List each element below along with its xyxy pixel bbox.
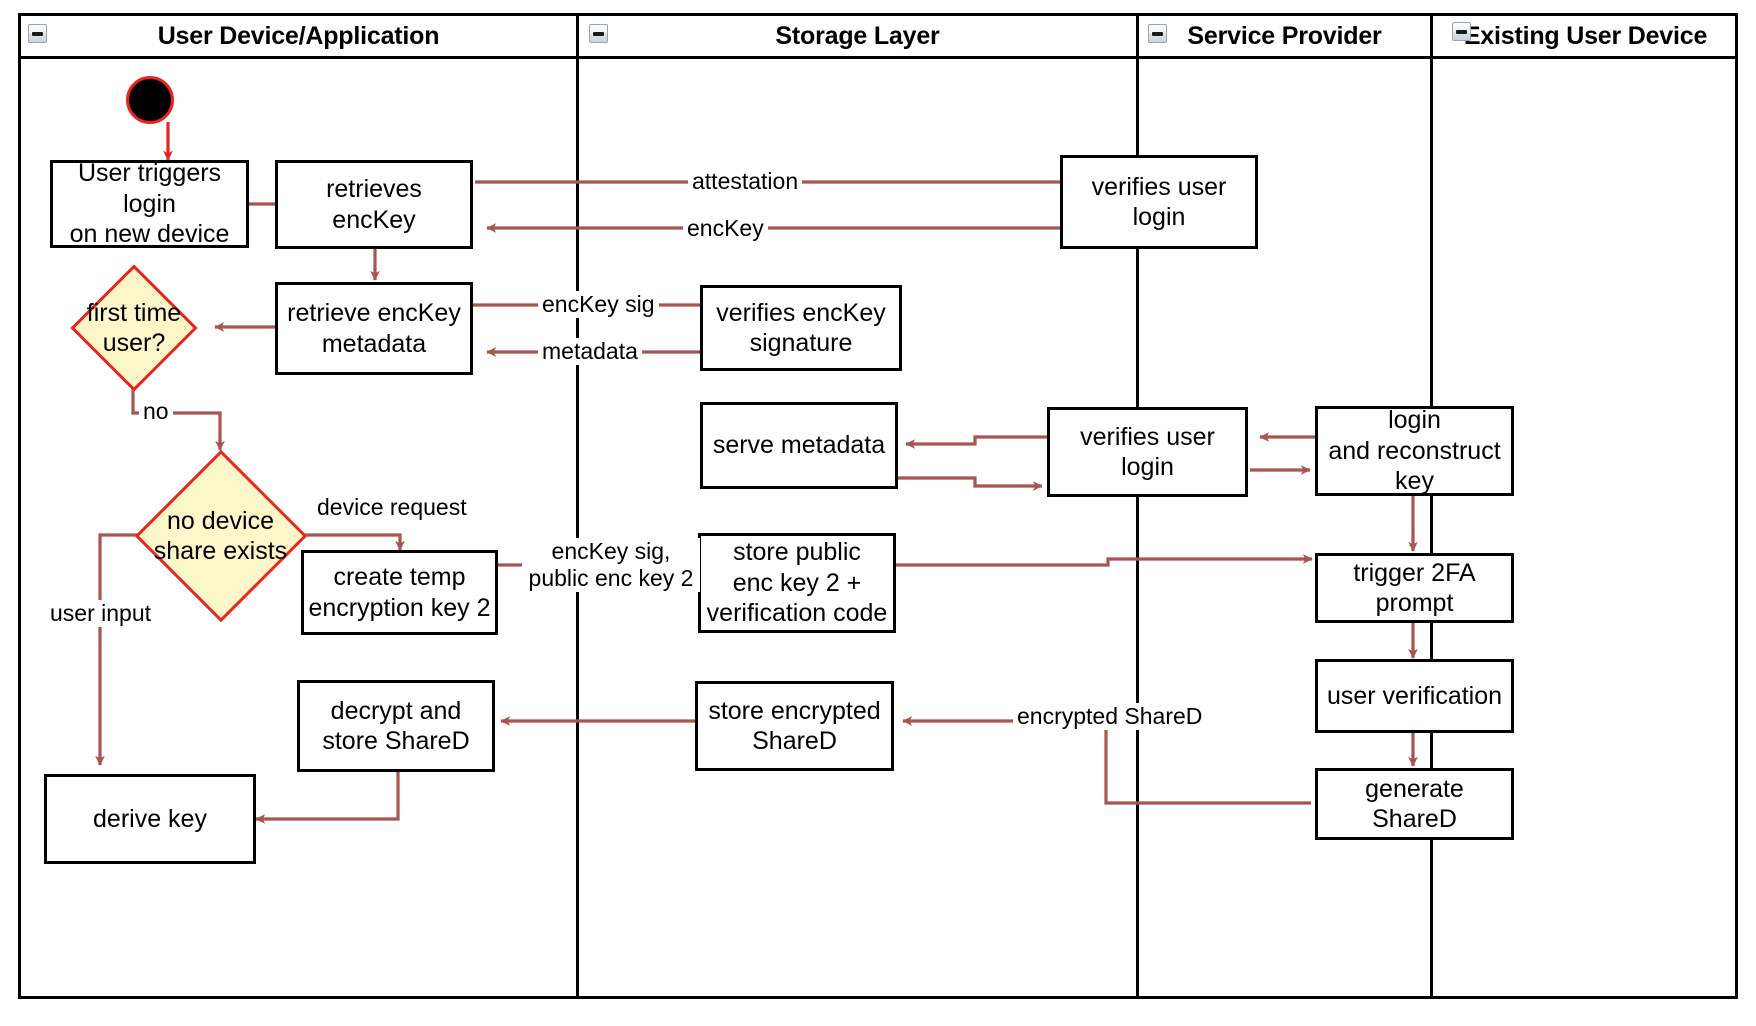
lane-divider-2 (1136, 13, 1139, 999)
lane-divider-1 (576, 13, 579, 999)
node-serve-metadata[interactable]: serve metadata (700, 402, 898, 489)
swimlane-frame (18, 13, 1738, 999)
collapse-icon-existing-user-device[interactable] (1452, 22, 1471, 41)
decision-no-device-share-label: no device share exists (153, 507, 288, 565)
node-retrieves-enckey[interactable]: retrieves encKey (275, 160, 473, 249)
node-trigger-2fa-prompt[interactable]: trigger 2FA prompt (1315, 553, 1514, 623)
lane-title-storage-layer: Storage Layer (775, 21, 940, 50)
collapse-icon-service-provider[interactable] (1148, 24, 1167, 43)
node-decrypt-and-store-shared[interactable]: decrypt and store ShareD (297, 680, 495, 772)
decision-first-time-user[interactable]: first time user? (53, 264, 215, 392)
lane-title-service-provider: Service Provider (1187, 21, 1382, 50)
lane-title-existing-user-device: Existing User Device (1463, 21, 1708, 50)
node-verifies-user-login-2[interactable]: verifies user login (1047, 407, 1248, 497)
edge-label-device-request: device request (313, 494, 471, 522)
edge-label-user-input: user input (46, 600, 156, 628)
initial-node (126, 76, 174, 124)
node-create-temp-encryption-key[interactable]: create temp encryption key 2 (301, 550, 498, 635)
collapse-icon-storage-layer[interactable] (589, 24, 608, 43)
lane-title-user-device: User Device/Application (157, 21, 440, 50)
lane-header-user-device[interactable]: User Device/Application (21, 16, 576, 56)
edge-label-attestation: attestation (688, 168, 803, 196)
lane-header-existing-user-device[interactable]: Existing User Device (1433, 16, 1738, 56)
node-store-encrypted-shared[interactable]: store encrypted ShareD (695, 681, 894, 771)
edge-label-no: no (139, 398, 173, 426)
decision-first-time-user-label: first time user? (86, 299, 182, 357)
node-login-and-reconstruct-key[interactable]: login and reconstruct key (1315, 406, 1514, 496)
edge-label-metadata: metadata (538, 338, 642, 366)
node-verifies-enckey-signature[interactable]: verifies encKey signature (700, 285, 902, 371)
node-user-triggers-login[interactable]: User triggers login on new device (50, 159, 249, 248)
node-user-verification[interactable]: user verification (1315, 659, 1514, 733)
lane-divider-3 (1430, 13, 1433, 999)
node-store-public-enc-key[interactable]: store public enc key 2 + verification co… (698, 533, 896, 633)
collapse-icon-user-device[interactable] (28, 24, 47, 43)
node-derive-key[interactable]: derive key (44, 774, 256, 864)
node-generate-shared[interactable]: generate ShareD (1315, 768, 1514, 840)
lane-header-service-provider[interactable]: Service Provider (1139, 16, 1430, 56)
edge-label-enckey-sig-public-enc-key-2: encKey sig, public enc key 2 (522, 538, 700, 593)
node-retrieve-enckey-metadata[interactable]: retrieve encKey metadata (275, 282, 473, 375)
decision-no-device-share[interactable]: no device share exists (134, 449, 307, 623)
edge-label-encrypted-shared: encrypted ShareD (1013, 703, 1207, 731)
edge-label-enckey: encKey (683, 215, 768, 243)
lane-header-storage-layer[interactable]: Storage Layer (579, 16, 1136, 56)
lane-header-rule (18, 56, 1738, 59)
node-verifies-user-login-1[interactable]: verifies user login (1060, 155, 1258, 249)
edge-label-enckey-sig: encKey sig (538, 291, 659, 319)
